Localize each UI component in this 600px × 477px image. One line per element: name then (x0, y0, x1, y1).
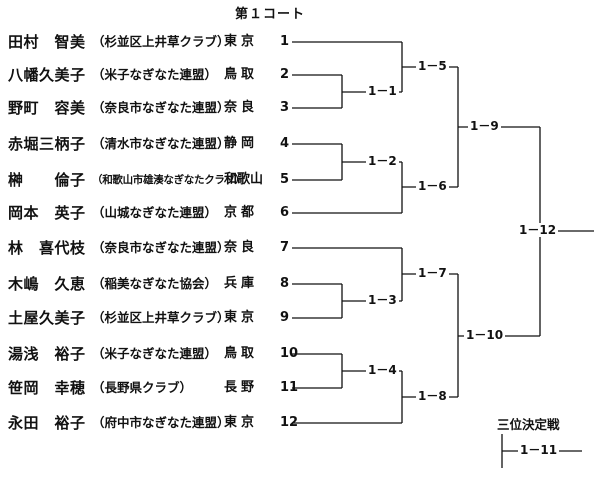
player-prefecture: 鳥取 (224, 346, 259, 361)
match-label-1-3: 1－3 (366, 293, 399, 307)
player-seed: 9 (280, 310, 290, 325)
player-club: （府中市なぎなた連盟） (92, 415, 230, 430)
player-club: （杉並区上井草クラブ） (92, 34, 230, 49)
player-seed: 11 (280, 380, 299, 395)
player-prefecture: 東京 (224, 415, 259, 430)
player-prefecture: 奈良 (224, 240, 259, 255)
player-seed: 12 (280, 415, 299, 430)
player-name: 湯浅 裕子 (8, 345, 86, 363)
player-seed: 2 (280, 67, 290, 82)
match-label-1-2: 1－2 (366, 154, 399, 168)
player-name: 土屋久美子 (8, 309, 86, 327)
match-label-1-6: 1－6 (416, 179, 449, 193)
player-club: （長野県クラブ） (92, 380, 193, 395)
player-club: （杉並区上井草クラブ） (92, 310, 230, 325)
match-label-1-4: 1－4 (366, 363, 399, 377)
player-name: 木嶋 久恵 (8, 275, 86, 293)
player-prefecture: 和歌山 (224, 172, 264, 187)
player-seed: 10 (280, 346, 299, 361)
player-name: 林 喜代枝 (8, 239, 86, 257)
player-seed: 5 (280, 172, 290, 187)
player-name: 田村 智美 (8, 33, 86, 51)
player-club: （米子なぎなた連盟） (92, 67, 218, 82)
player-prefecture: 兵庫 (224, 276, 259, 291)
player-club: （稲美なぎなた協会） (92, 276, 218, 291)
player-seed: 3 (280, 100, 290, 115)
court-title: 第１コート (234, 7, 305, 22)
player-name: 笹岡 幸穂 (8, 379, 86, 397)
player-club: （奈良市なぎなた連盟） (92, 240, 230, 255)
player-prefecture: 東京 (224, 34, 259, 49)
player-name: 岡本 英子 (8, 204, 86, 222)
player-name: 永田 裕子 (8, 414, 86, 432)
player-seed: 6 (280, 205, 290, 220)
player-name: 八幡久美子 (8, 66, 86, 84)
player-seed: 7 (280, 240, 290, 255)
match-label-1-7: 1－7 (416, 266, 449, 280)
player-name: 野町 容美 (8, 99, 86, 117)
player-seed: 8 (280, 276, 290, 291)
match-label-1-10: 1－10 (464, 328, 506, 342)
match-label-1-1: 1－1 (366, 84, 399, 98)
third-place-title: 三位決定戦 (497, 417, 560, 432)
player-club: （山城なぎなた連盟） (92, 205, 218, 220)
player-club: （米子なぎなた連盟） (92, 346, 218, 361)
player-club: （和歌山市雄湊なぎなたクラブ） (92, 174, 245, 186)
match-label-1-11: 1－11 (518, 443, 560, 457)
player-prefecture: 鳥取 (224, 67, 259, 82)
match-label-1-12: 1－12 (517, 223, 559, 237)
player-prefecture: 奈良 (224, 100, 259, 115)
player-seed: 4 (280, 136, 290, 151)
player-name: 榊 倫子 (8, 171, 86, 189)
player-prefecture: 東京 (224, 310, 259, 325)
player-prefecture: 京都 (224, 205, 259, 220)
player-seed: 1 (280, 34, 290, 49)
match-label-1-8: 1－8 (416, 389, 449, 403)
match-label-1-5: 1－5 (416, 59, 449, 73)
player-club: （奈良市なぎなた連盟） (92, 100, 230, 115)
player-name: 赤堀三柄子 (8, 135, 86, 153)
player-prefecture: 静岡 (224, 136, 259, 151)
match-label-1-9: 1－9 (468, 119, 501, 133)
player-prefecture: 長野 (224, 380, 259, 395)
player-club: （清水市なぎなた連盟） (92, 136, 230, 151)
